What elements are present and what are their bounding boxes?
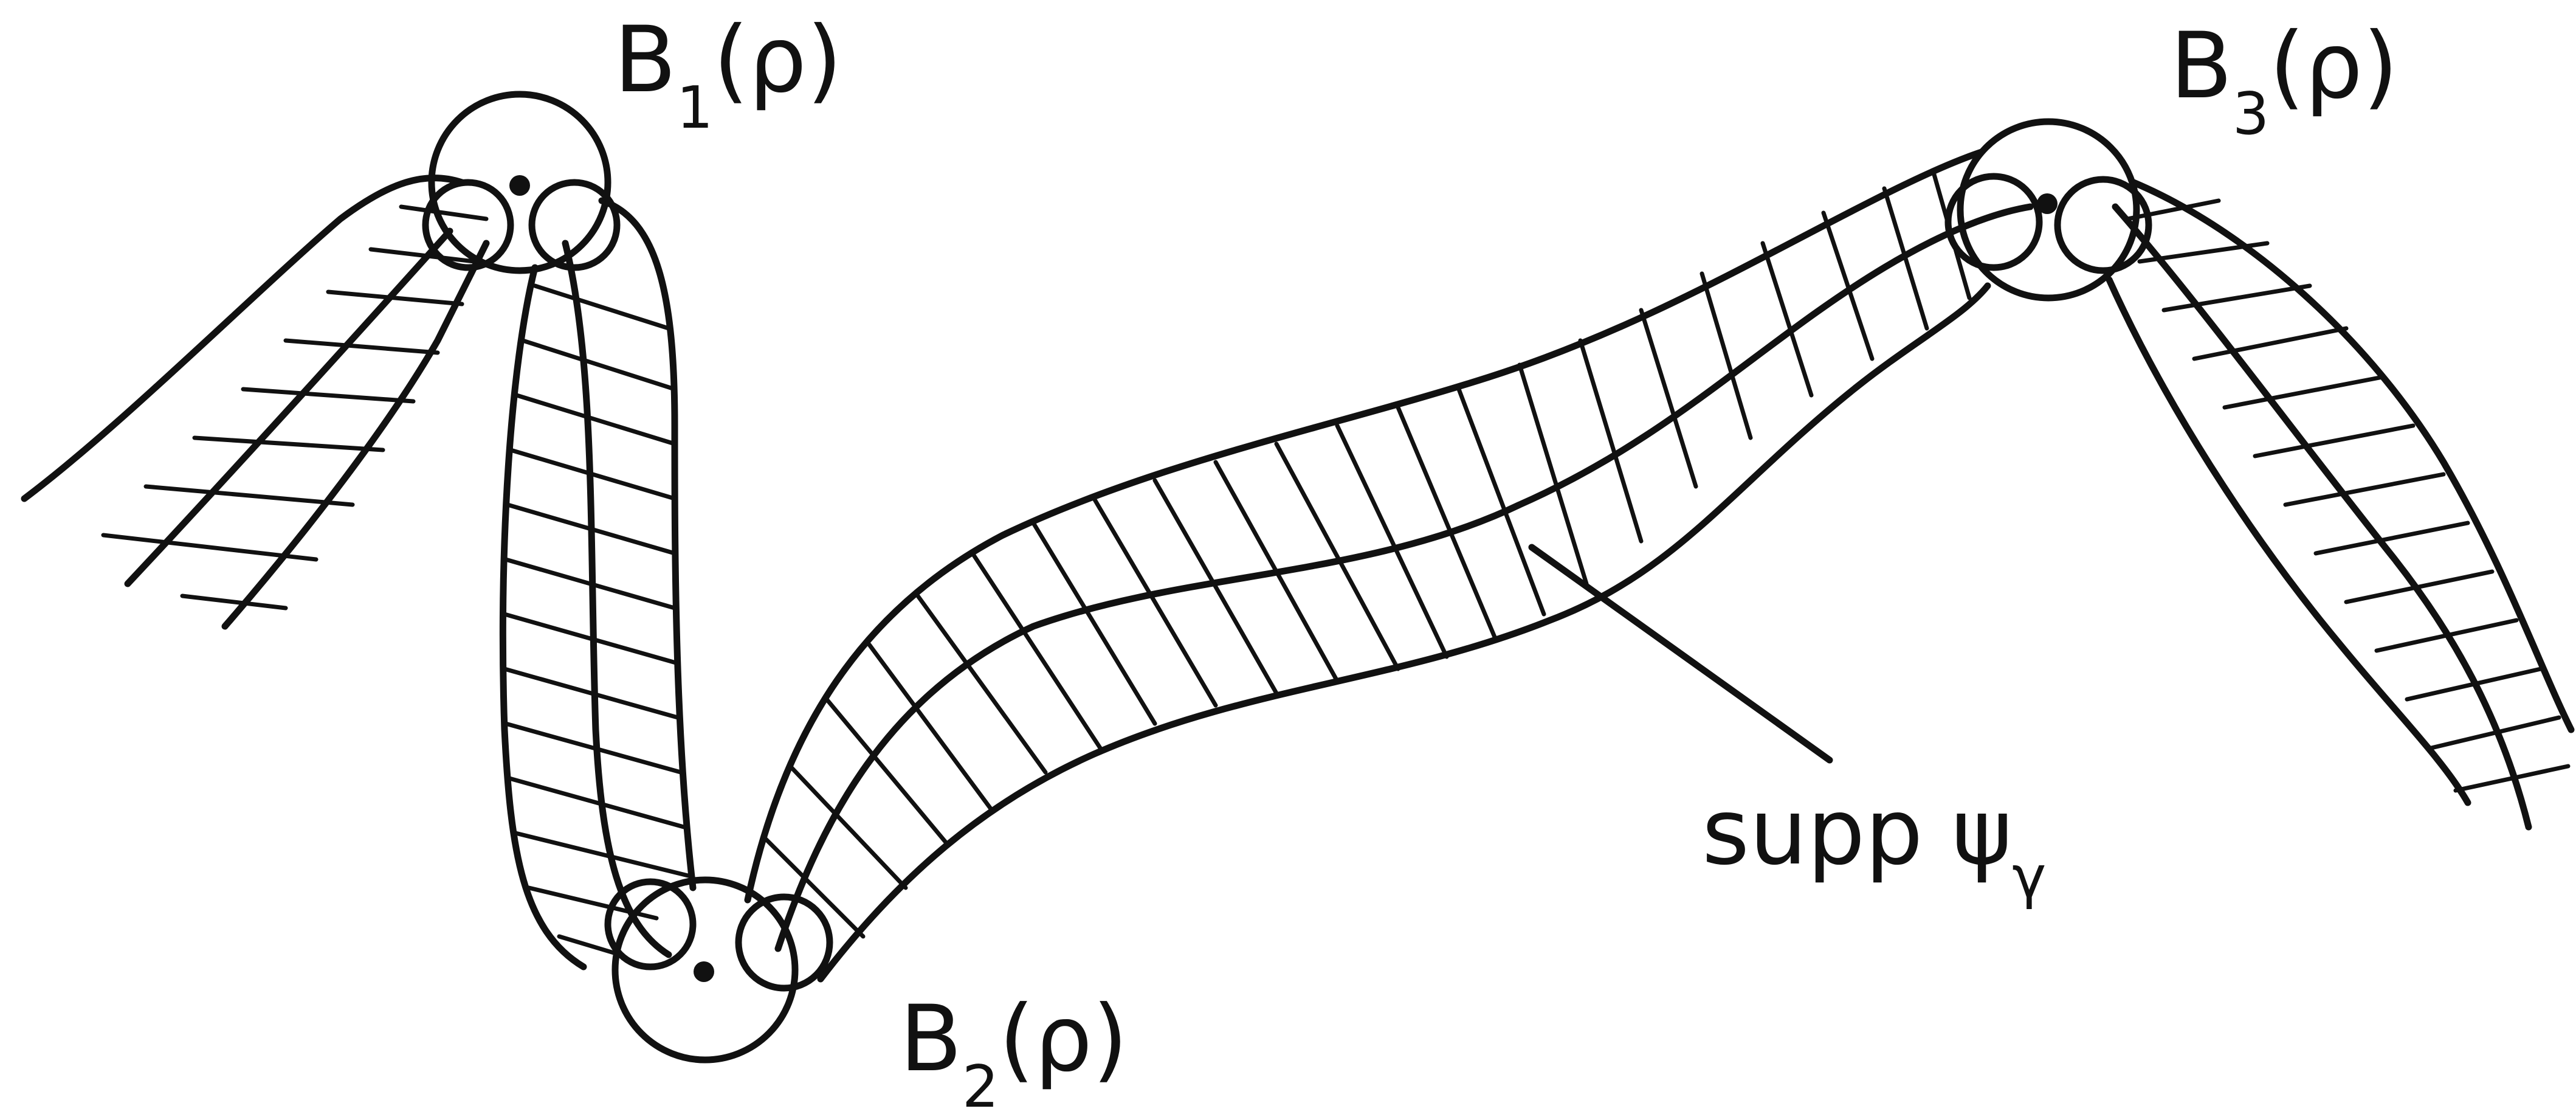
strip-right-outer-edge: [2130, 179, 2575, 733]
label-b3: B3(ρ): [2170, 13, 2399, 148]
label-b1-argument: (ρ): [713, 7, 842, 113]
ball-b3: [1944, 118, 2152, 302]
ball-b1-overlap-arc-left: [422, 179, 514, 271]
strip-left-centerline: [124, 227, 453, 587]
strip-main-lower-edge: [817, 282, 1991, 983]
strip-main: [744, 148, 2034, 983]
strip-left-hatching: [101, 204, 489, 611]
ball-b1: [422, 91, 621, 274]
strip-right-centerline: [2112, 203, 2532, 831]
ball-b2-center: [694, 961, 714, 982]
label-support: supp ψγ: [1702, 780, 2047, 911]
label-b2-letter: B: [900, 986, 962, 1092]
label-support-subscript: γ: [2012, 844, 2046, 911]
strip-vertical-hatching: [502, 283, 690, 957]
ball-b2-circle: [611, 876, 799, 1064]
label-b1: B1(ρ): [614, 7, 842, 142]
ball-b3-circle: [1957, 118, 2140, 302]
strip-right-inner-edge: [2106, 276, 2471, 806]
label-support-text: supp ψ: [1702, 780, 2012, 885]
strip-main-upper-edge: [744, 148, 1985, 904]
label-b2-argument: (ρ): [999, 986, 1128, 1092]
label-b2-subscript: 2: [962, 1054, 999, 1114]
strip-left: [21, 175, 490, 630]
ball-b3-overlap-arc-left: [1944, 173, 2043, 271]
strip-right: [2106, 179, 2575, 831]
label-b1-letter: B: [614, 7, 677, 113]
label-b2: B2(ρ): [900, 986, 1128, 1114]
ball-b1-center: [509, 175, 530, 196]
label-b3-argument: (ρ): [2269, 13, 2398, 119]
ball-b1-overlap-arc-right: [528, 179, 621, 271]
strip-left-outer-edge: [21, 175, 466, 502]
label-b3-subscript: 3: [2233, 81, 2269, 148]
label-b1-subscript: 1: [677, 75, 713, 142]
strip-vertical: [499, 197, 697, 970]
strip-vertical-right-edge: [598, 197, 697, 891]
ball-b3-overlap-arc-right: [2054, 176, 2152, 274]
ball-b1-circle: [428, 91, 611, 274]
strip-main-centerline: [774, 203, 2034, 952]
ball-b2: [604, 876, 833, 1064]
strip-right-hatching: [2125, 198, 2571, 793]
support-leader-line: [1528, 544, 1833, 764]
strip-vertical-centerline: [562, 240, 672, 958]
label-b3-letter: B: [2170, 13, 2233, 119]
ball-b2-overlap-arc-left: [604, 878, 697, 970]
ball-b3-center: [2037, 193, 2058, 214]
strip-vertical-left-edge: [499, 264, 587, 970]
ball-b2-overlap-arc-right: [735, 893, 833, 992]
